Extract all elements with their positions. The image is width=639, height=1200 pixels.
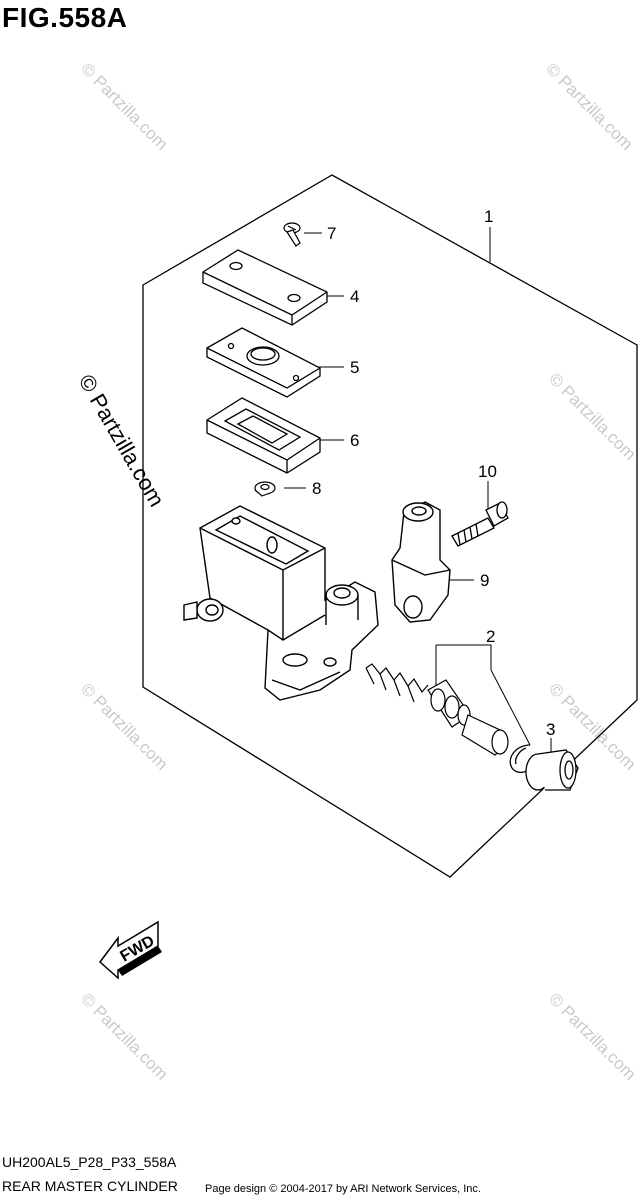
part-3-boot bbox=[525, 749, 579, 791]
watermark-text: © Partzilla.com bbox=[77, 679, 171, 773]
watermark-text: © Partzilla.com bbox=[542, 59, 636, 153]
callout-9: 9 bbox=[480, 571, 489, 590]
watermark-text: © Partzilla.com bbox=[77, 59, 171, 153]
part-10-bolt bbox=[451, 501, 509, 547]
watermark-text: © Partzilla.com bbox=[545, 369, 639, 463]
assembly-outline bbox=[142, 174, 638, 878]
master-cylinder-body bbox=[183, 505, 379, 701]
part-5-plate bbox=[206, 327, 321, 398]
callout-2: 2 bbox=[486, 627, 495, 646]
watermark-text-main: © Partzilla.com bbox=[74, 370, 170, 511]
callout-8: 8 bbox=[312, 479, 321, 498]
part-2-piston-set bbox=[365, 663, 509, 756]
watermark-text: © Partzilla.com bbox=[545, 989, 639, 1083]
callout-labels: 1 2 3 4 5 6 7 8 9 10 bbox=[312, 207, 555, 739]
callout-3: 3 bbox=[546, 720, 555, 739]
part-9-joint bbox=[391, 501, 451, 623]
part-7-screw bbox=[283, 222, 301, 247]
part-6-diaphragm bbox=[206, 397, 321, 474]
leader-lines bbox=[284, 227, 552, 752]
callout-1: 1 bbox=[484, 207, 493, 226]
watermark-text: © Partzilla.com bbox=[77, 989, 171, 1083]
figure-title: FIG.558A bbox=[2, 2, 128, 33]
fwd-arrow: FWD bbox=[98, 920, 162, 980]
figure-code: UH200AL5_P28_P33_558A bbox=[2, 1154, 177, 1170]
callout-4: 4 bbox=[350, 287, 359, 306]
part-4-cap bbox=[202, 249, 328, 326]
footer-copyright: Page design © 2004-2017 by ARI Network S… bbox=[205, 1183, 481, 1195]
part-8-clip bbox=[254, 481, 276, 497]
callout-6: 6 bbox=[350, 431, 359, 450]
callout-7: 7 bbox=[327, 224, 336, 243]
callout-5: 5 bbox=[350, 358, 359, 377]
figure-caption: REAR MASTER CYLINDER bbox=[2, 1178, 178, 1194]
callout-10: 10 bbox=[478, 462, 497, 481]
